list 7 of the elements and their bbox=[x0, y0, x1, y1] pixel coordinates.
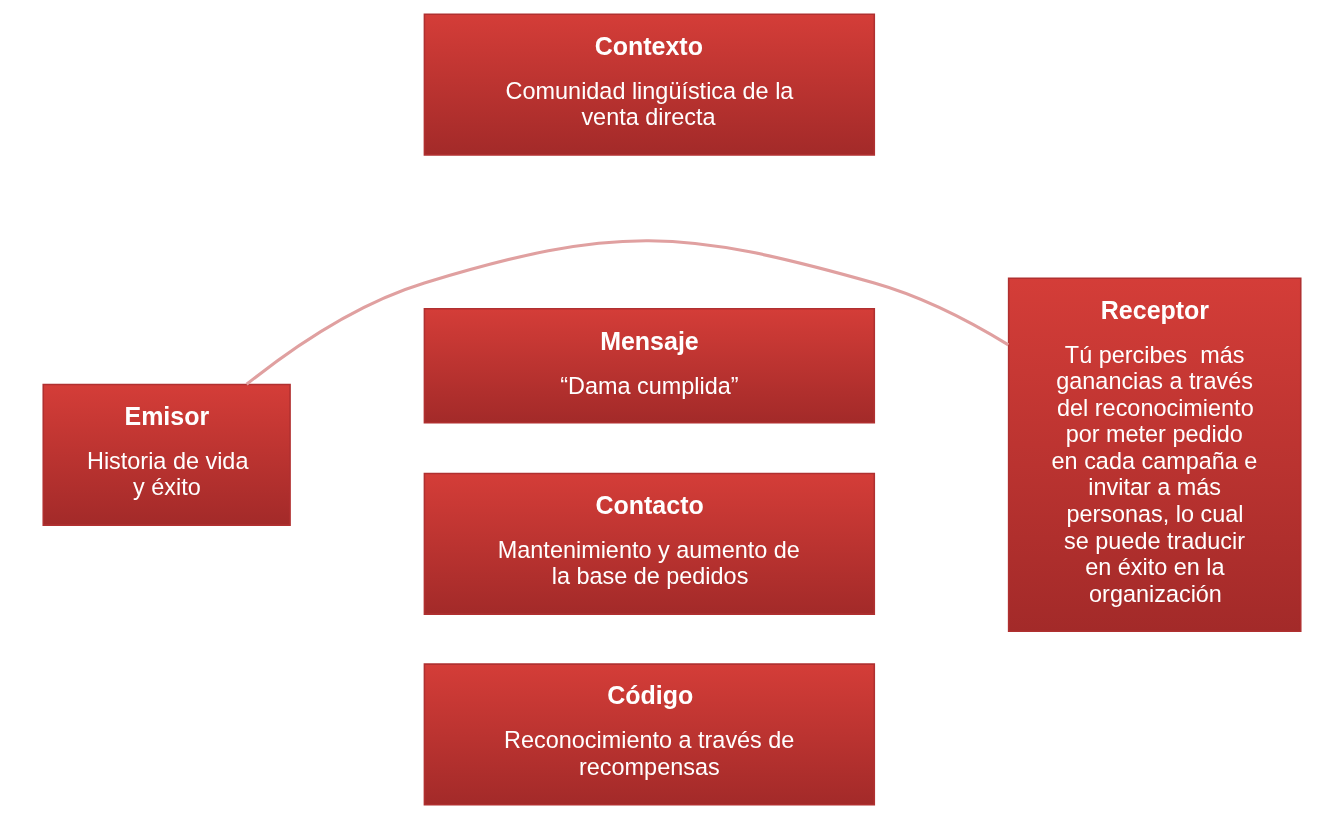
node-box: Código Reconocimiento a través de recompensas bbox=[423, 663, 876, 806]
node-box: Contacto Mantenimiento y aumento de la base de pedidos bbox=[423, 472, 876, 615]
node-box: Mensaje “Dama cumplida” bbox=[423, 307, 876, 424]
connector bbox=[245, 239, 1010, 386]
node-box: Contexto Comunidad lingüística de la venta directa bbox=[423, 13, 876, 156]
node-box: Receptor Tú percibes más ganancias a través del reconocimiento por meter pedido en cada campaña e invitar a más personas, lo cual se puede traducir en éxito en la organización bbox=[1007, 277, 1302, 633]
node-box: Emisor Historia de vida y éxito bbox=[42, 383, 291, 526]
